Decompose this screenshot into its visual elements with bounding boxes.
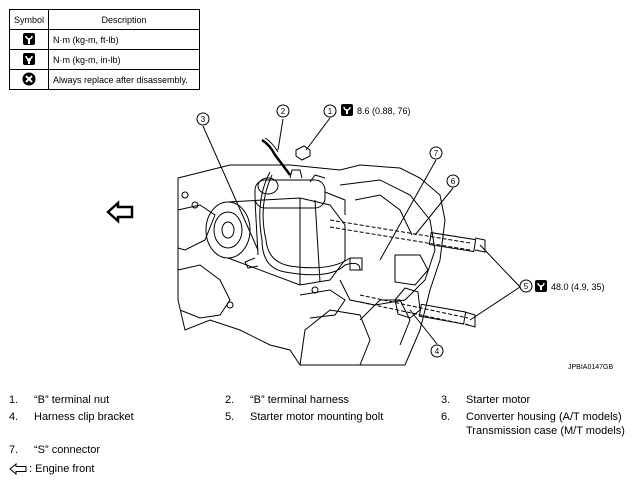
callout-5: 5 — [519, 279, 533, 293]
engine-front-arrow-icon — [9, 463, 27, 475]
svg-text:7: 7 — [434, 149, 439, 158]
callout-1: 1 — [323, 104, 337, 118]
figure-reference: JPBIA0147GB — [568, 364, 614, 371]
callout-4: 4 — [430, 344, 444, 358]
callout-6: 6 — [446, 174, 460, 188]
engine-front-note: : Engine front — [9, 463, 94, 475]
callout-2: 2 — [276, 104, 290, 118]
svg-text:3: 3 — [201, 115, 206, 124]
torque-spec-1: 8.6 (0.88, 76) — [341, 104, 411, 116]
engine-front-arrow-icon — [106, 200, 134, 224]
svg-text:2: 2 — [281, 107, 286, 116]
symbol-desc-3: Always replace after disassembly. — [48, 69, 200, 90]
svg-text:4: 4 — [435, 347, 440, 356]
callout-7: 7 — [429, 146, 443, 160]
callout-3: 3 — [196, 112, 210, 126]
torque-wrench-icon — [9, 29, 49, 50]
converter-housing — [339, 179, 436, 306]
symbol-table: Symbol Description N·m (kg-m, ft-lb) N·m… — [9, 9, 200, 90]
torque-spec-5: 48.0 (4.9, 35) — [535, 280, 605, 292]
harness-clip-bracket — [394, 287, 421, 319]
svg-text:6: 6 — [451, 177, 456, 186]
svg-text:1: 1 — [328, 107, 333, 116]
svg-text:5: 5 — [524, 282, 529, 291]
starter-motor — [205, 169, 346, 286]
svg-text:8.6 (0.88, 76): 8.6 (0.88, 76) — [357, 106, 411, 116]
svg-text:48.0 (4.9, 35): 48.0 (4.9, 35) — [551, 282, 605, 292]
engine-block-outline — [177, 164, 446, 366]
starter-motor-diagram: 3 2 1 7 6 5 4 8.6 (0.88, 76) 48.0 (4.9, … — [106, 104, 605, 366]
